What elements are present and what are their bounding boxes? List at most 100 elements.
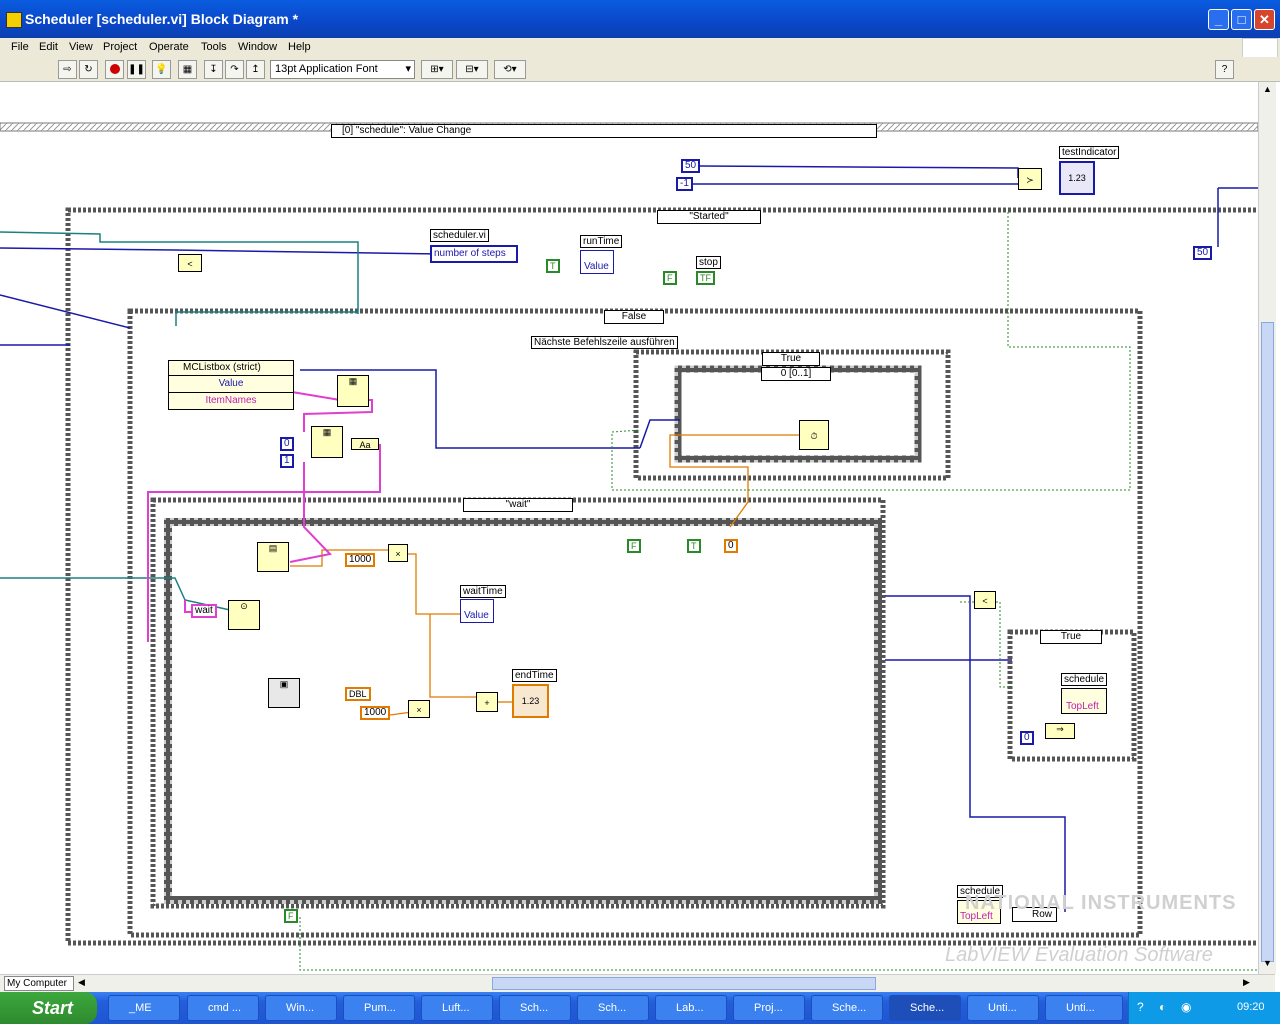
tf-constant-false[interactable]: F <box>663 271 677 285</box>
taskbar-item[interactable]: Unti... <box>1045 995 1123 1021</box>
sequence-frame-selector[interactable]: 0 [0..1] <box>761 367 831 381</box>
const-50-right[interactable]: 50 <box>1193 246 1213 260</box>
close-button[interactable]: ✕ <box>1254 9 1275 30</box>
tf-constant-true[interactable]: T <box>687 539 701 553</box>
const-minus-one[interactable]: -1 <box>676 177 693 191</box>
step-over-icon[interactable]: ↷ <box>225 60 244 79</box>
case-wait-selector[interactable]: "wait" <box>463 498 573 512</box>
schedule-topleft-property[interactable]: TopLeft <box>1061 688 1107 714</box>
window-title: Scheduler [scheduler.vi] Block Diagram * <box>25 11 299 27</box>
run-continuously-icon[interactable]: ↻ <box>79 60 98 79</box>
tick-count-icon[interactable]: ▣ <box>268 678 300 708</box>
wait-time-value-node[interactable]: Value <box>460 599 494 623</box>
const-50-top[interactable]: 50 <box>681 159 701 173</box>
menu-tools[interactable]: Tools <box>201 41 227 53</box>
string-function-icon[interactable]: Aa <box>351 438 379 450</box>
tf-constant-true[interactable]: T <box>546 259 560 273</box>
const-1000-b[interactable]: 1000 <box>360 706 391 720</box>
tf-constant-false[interactable]: F <box>627 539 641 553</box>
less-than-icon[interactable]: < <box>974 591 996 609</box>
const-wait-string[interactable]: wait <box>191 604 217 618</box>
taskbar-item[interactable]: Pum... <box>343 995 415 1021</box>
tf-constant-false[interactable]: F <box>284 909 298 923</box>
taskbar-item[interactable]: Unti... <box>967 995 1039 1021</box>
scroll-up-icon[interactable]: ▲ <box>1263 84 1272 94</box>
reorder-icon[interactable]: ⟲▾ <box>494 60 526 79</box>
block-diagram[interactable]: [0] "schedule": Value Change "Started" F… <box>0 82 1258 974</box>
start-button[interactable]: Start <box>0 992 97 1024</box>
help-button[interactable]: ? <box>1215 60 1234 79</box>
scroll-down-icon[interactable]: ▼ <box>1263 958 1272 968</box>
menu-edit[interactable]: Edit <box>39 41 58 53</box>
abort-icon[interactable] <box>105 60 124 79</box>
case-true-top-selector[interactable]: True <box>762 352 820 366</box>
runtime-value-node[interactable]: Value <box>580 250 614 274</box>
toolbar: ⇨ ↻ ❚❚ 💡 ▦ ↧ ↷ ↥ 13pt Application Font▾ … <box>0 57 1280 82</box>
multiply-icon[interactable]: × <box>408 700 430 718</box>
menu-operate[interactable]: Operate <box>149 41 189 53</box>
taskbar-item[interactable]: Win... <box>265 995 337 1021</box>
highlight-execution-icon[interactable]: 💡 <box>152 60 171 79</box>
distribute-objects-icon[interactable]: ⊟▾ <box>456 60 488 79</box>
retain-wire-values-icon[interactable]: ▦ <box>178 60 197 79</box>
timer-icon[interactable]: ⏱ <box>799 420 829 450</box>
help-tray-icon[interactable]: ? <box>1137 1000 1144 1014</box>
case-started-selector[interactable]: "Started" <box>657 210 761 224</box>
scan-from-string-icon[interactable]: ▤ <box>257 542 289 572</box>
align-objects-icon[interactable]: ⊞▾ <box>421 60 453 79</box>
speaker-tray-icon[interactable]: ◉ <box>1181 1000 1192 1014</box>
index-array-icon[interactable]: ▦ <box>337 375 369 407</box>
index-array-icon[interactable]: ▦ <box>311 426 343 458</box>
minimize-button[interactable]: _ <box>1208 9 1229 30</box>
pause-icon[interactable]: ❚❚ <box>127 60 146 79</box>
taskbar-item[interactable]: cmd ... <box>187 995 259 1021</box>
menu-help[interactable]: Help <box>288 41 311 53</box>
scroll-left-icon[interactable]: ◀ <box>78 977 85 987</box>
row-unbundle-node[interactable]: Row <box>1012 907 1057 922</box>
menu-window[interactable]: Window <box>238 41 278 53</box>
run-icon[interactable]: ⇨ <box>58 60 77 79</box>
network-tray-icon[interactable]: ◐ <box>1159 1000 1167 1014</box>
font-select-value: 13pt Application Font <box>275 63 378 75</box>
taskbar-item[interactable]: Sche... <box>811 995 883 1021</box>
taskbar-item[interactable]: Proj... <box>733 995 805 1021</box>
multiply-icon[interactable]: × <box>388 544 408 562</box>
vertical-scroll-thumb[interactable] <box>1261 322 1274 962</box>
event-case-selector[interactable]: [0] "schedule": Value Change <box>331 124 877 138</box>
schedule-topleft-property-bottom[interactable]: TopLeft <box>957 900 1001 924</box>
end-time-indicator[interactable]: 1.23 <box>512 684 549 718</box>
taskbar-item[interactable]: Sch... <box>577 995 649 1021</box>
const-zero-left[interactable]: 0 <box>280 437 294 451</box>
taskbar-item-active[interactable]: Sche... <box>889 995 961 1021</box>
bundle-icon[interactable]: ⇒ <box>1045 723 1075 739</box>
vertical-scrollbar[interactable]: ▲ ▼ <box>1258 82 1276 974</box>
wait-function-icon[interactable]: ⊙ <box>228 600 260 630</box>
menu-project[interactable]: Project <box>103 41 138 53</box>
scroll-right-icon[interactable]: ▶ <box>1243 977 1250 987</box>
step-out-icon[interactable]: ↥ <box>246 60 265 79</box>
add-icon[interactable]: + <box>476 692 498 712</box>
const-one-left[interactable]: 1 <box>280 454 294 468</box>
stop-local-variable[interactable]: TF <box>696 271 715 285</box>
font-select[interactable]: 13pt Application Font▾ <box>270 60 415 79</box>
step-into-icon[interactable]: ↧ <box>204 60 223 79</box>
taskbar-item[interactable]: Sch... <box>499 995 571 1021</box>
menu-view[interactable]: View <box>69 41 93 53</box>
menu-file[interactable]: File <box>11 41 29 53</box>
taskbar-item[interactable]: _ME <box>108 995 180 1021</box>
const-1000-a[interactable]: 1000 <box>345 553 376 567</box>
taskbar-item[interactable]: Luft... <box>421 995 493 1021</box>
maximize-button[interactable]: □ <box>1231 9 1252 30</box>
less-than-icon[interactable]: < <box>178 254 202 272</box>
number-of-steps-property[interactable]: number of steps <box>430 245 518 263</box>
taskbar-item[interactable]: Lab... <box>655 995 727 1021</box>
const-zero-right[interactable]: 0 <box>1020 731 1034 745</box>
select-function-icon[interactable]: ≻ <box>1018 168 1042 190</box>
case-true-right-selector[interactable]: True <box>1040 630 1102 644</box>
case-false-selector[interactable]: False <box>604 310 664 324</box>
to-dbl-conversion[interactable]: DBL <box>345 687 371 701</box>
horizontal-scroll-thumb[interactable] <box>492 977 876 990</box>
const-zero-seq[interactable]: 0 <box>724 539 738 553</box>
test-indicator-terminal[interactable]: 1.23 <box>1059 161 1095 195</box>
mclistbox-property-node[interactable]: MCListbox (strict) Value ItemNames <box>168 360 294 410</box>
